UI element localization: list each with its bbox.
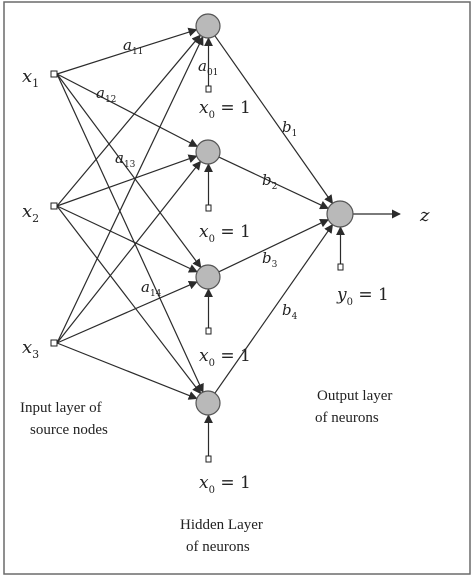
hidden-neuron-3 — [195, 264, 221, 290]
figure-frame — [3, 1, 471, 575]
edge-h3-out — [218, 219, 330, 273]
edge-h2-out — [218, 156, 330, 210]
edge-x3-h1 — [56, 36, 204, 344]
edge-x1-h3 — [56, 73, 202, 269]
edge-x3-h2 — [56, 160, 202, 344]
weight-b1: b1 — [282, 118, 297, 139]
hidden-layer-caption: Hidden Layer of neurons — [180, 517, 267, 555]
edge-x1-h2 — [56, 73, 199, 148]
output-label-z: z — [419, 205, 430, 226]
input-node-1 — [50, 70, 58, 78]
edge-x1-h1 — [56, 27, 198, 75]
weight-b4: b4 — [282, 301, 298, 322]
bias-node-hidden-3 — [205, 327, 212, 335]
hidden-neuron-1 — [195, 13, 221, 39]
edge-x2-h4 — [56, 205, 202, 395]
input-label-2: x2 — [22, 201, 39, 225]
bias-node-output — [337, 263, 344, 271]
connections — [56, 27, 401, 456]
input-layer-caption: Input layer of source nodes — [20, 400, 108, 438]
input-label-1: x1 — [22, 66, 39, 90]
bias-input-label-2: x0 = 1 — [199, 222, 251, 245]
weight-a11: a11 — [123, 36, 143, 57]
edge-h4-out — [214, 223, 334, 394]
output-neuron — [326, 200, 354, 228]
weight-a14: a14 — [141, 278, 162, 299]
bias-input-label-1: x0 = 1 — [199, 98, 251, 121]
bias-input-label-3: x0 = 1 — [199, 346, 251, 369]
weight-a01: a01 — [198, 57, 218, 78]
edge-h1-out — [214, 35, 334, 205]
input-node-3 — [50, 339, 58, 347]
weight-b3: b3 — [262, 249, 278, 270]
bias-input-label-4: x0 = 1 — [199, 473, 251, 496]
output-layer-caption: Output layer of neurons — [315, 388, 396, 426]
edge-x2-h3 — [56, 205, 198, 273]
hidden-neuron-2 — [195, 139, 221, 165]
bias-node-hidden-2 — [205, 204, 212, 212]
edge-x1-h4 — [56, 73, 204, 393]
edge-x2-h2 — [56, 154, 198, 207]
input-label-3: x3 — [22, 337, 39, 361]
bias-node-hidden-4 — [205, 455, 212, 463]
edge-x3-h3 — [56, 280, 198, 344]
weight-a13: a13 — [115, 149, 136, 170]
hidden-neuron-4 — [195, 390, 221, 416]
bias-node-hidden-1 — [205, 85, 212, 93]
input-node-2 — [50, 202, 58, 210]
weight-a12: a12 — [96, 84, 116, 105]
edge-x2-h1 — [56, 34, 201, 207]
weight-b2: b2 — [262, 171, 277, 192]
output-bias-label: y0 = 1 — [336, 285, 389, 308]
edge-x3-h4 — [56, 342, 198, 400]
